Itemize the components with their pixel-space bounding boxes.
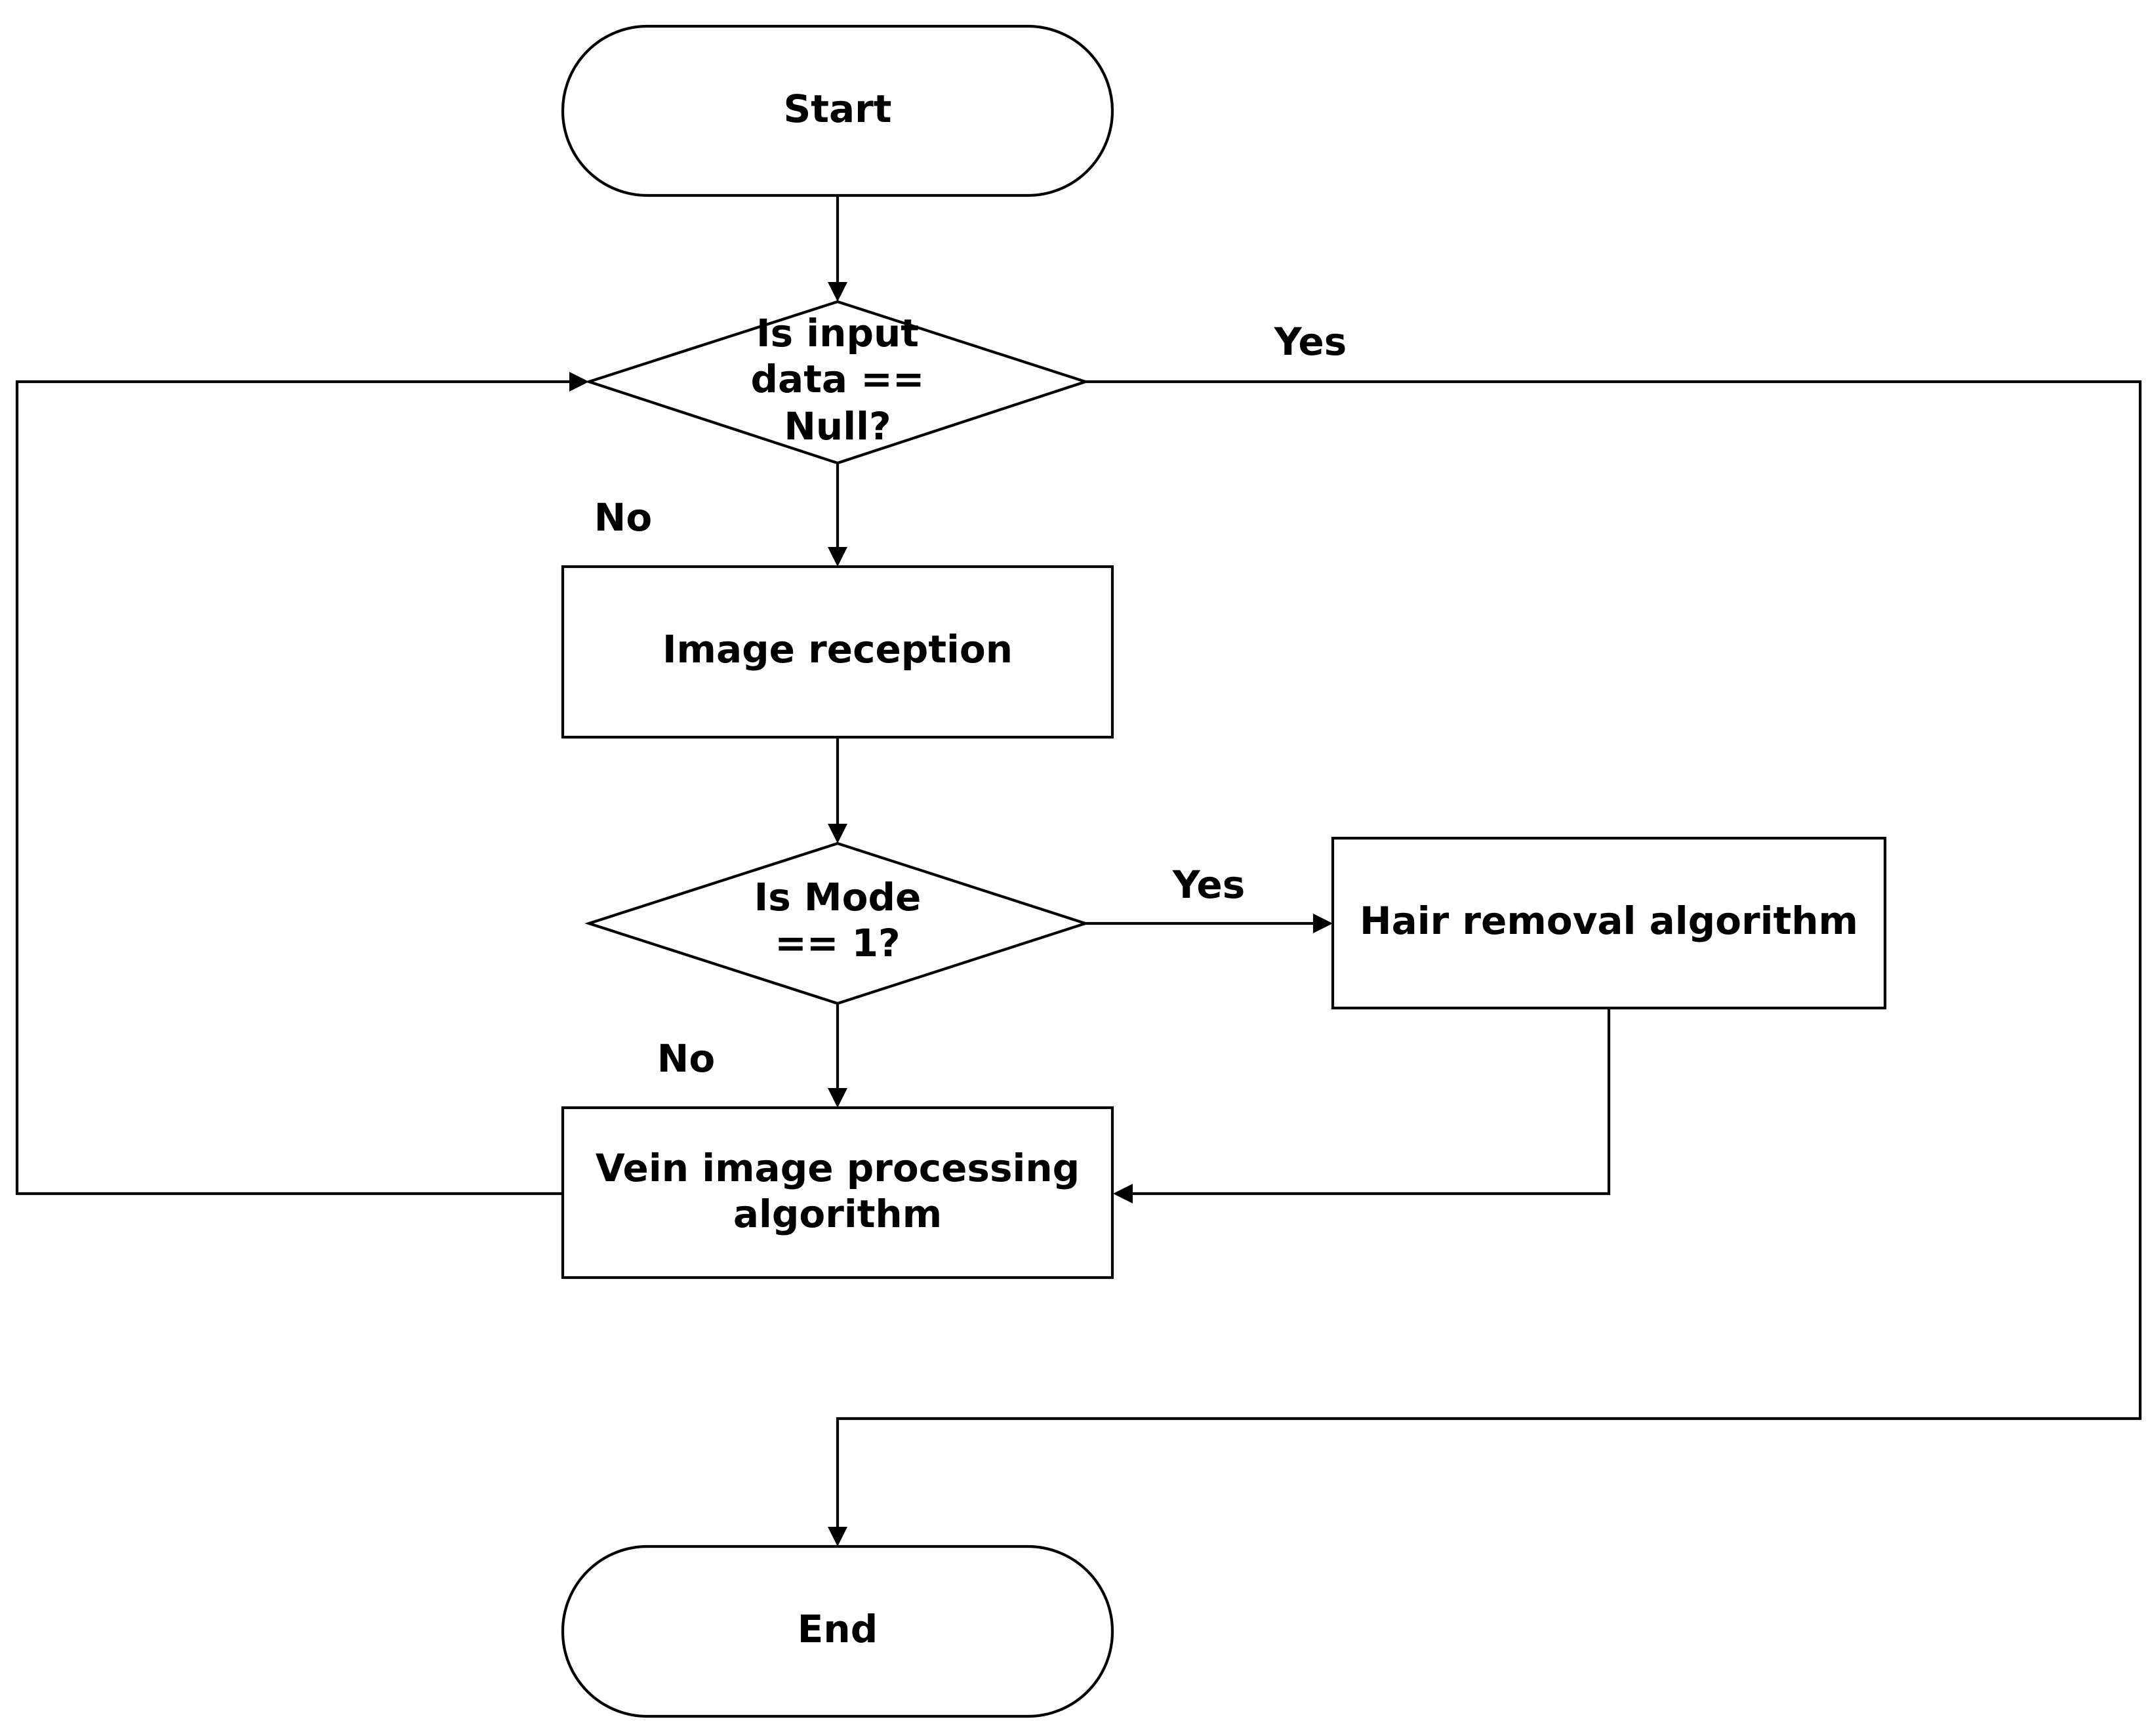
edge-label-mode-no: No [657,1036,715,1081]
vein-processing-line-2: algorithm [733,1192,942,1236]
decision-input-null-line-2: data == [751,357,925,401]
edge-label-input-null-yes: Yes [1274,319,1347,364]
vein-processing-line-1: Vein image processing [596,1146,1080,1190]
decision-mode-line-1: Is Mode [754,875,922,919]
connector-vein-processing-loop-to-input-check [15,372,589,1196]
decision-input-null-line-1: Is input [756,311,919,355]
decision-input-null: Is input data == Null? [584,300,1090,465]
process-hair-removal: Hair removal algorithm [1331,836,1887,1010]
connector-input-check-yes-to-end [828,380,2142,1546]
edge-label-input-null-no: No [594,495,652,540]
end-label: End [798,1607,878,1651]
end-terminator: End [561,1544,1114,1718]
connector-mode-check-yes-to-hair-removal [1085,914,1333,933]
connector-image-reception-to-mode-check [828,737,847,843]
decision-input-null-line-3: Null? [784,404,891,449]
edge-label-mode-yes: Yes [1172,862,1246,907]
decision-mode-line-2: == 1? [775,921,900,965]
connector-mode-check-no-to-vein-processing [828,1003,847,1108]
image-reception-label: Image reception [662,627,1013,672]
connector-hair-removal-to-vein-processing [1113,1008,1611,1203]
connector-start-to-input-check [828,195,847,302]
process-vein-image-processing: Vein image processing algorithm [561,1106,1114,1280]
decision-mode: Is Mode == 1? [584,841,1090,1005]
connector-input-check-no-to-image-reception [828,463,847,567]
process-image-reception: Image reception [561,565,1114,739]
start-label: Start [784,87,892,131]
hair-removal-label: Hair removal algorithm [1360,898,1858,943]
start-terminator: Start [561,24,1114,197]
